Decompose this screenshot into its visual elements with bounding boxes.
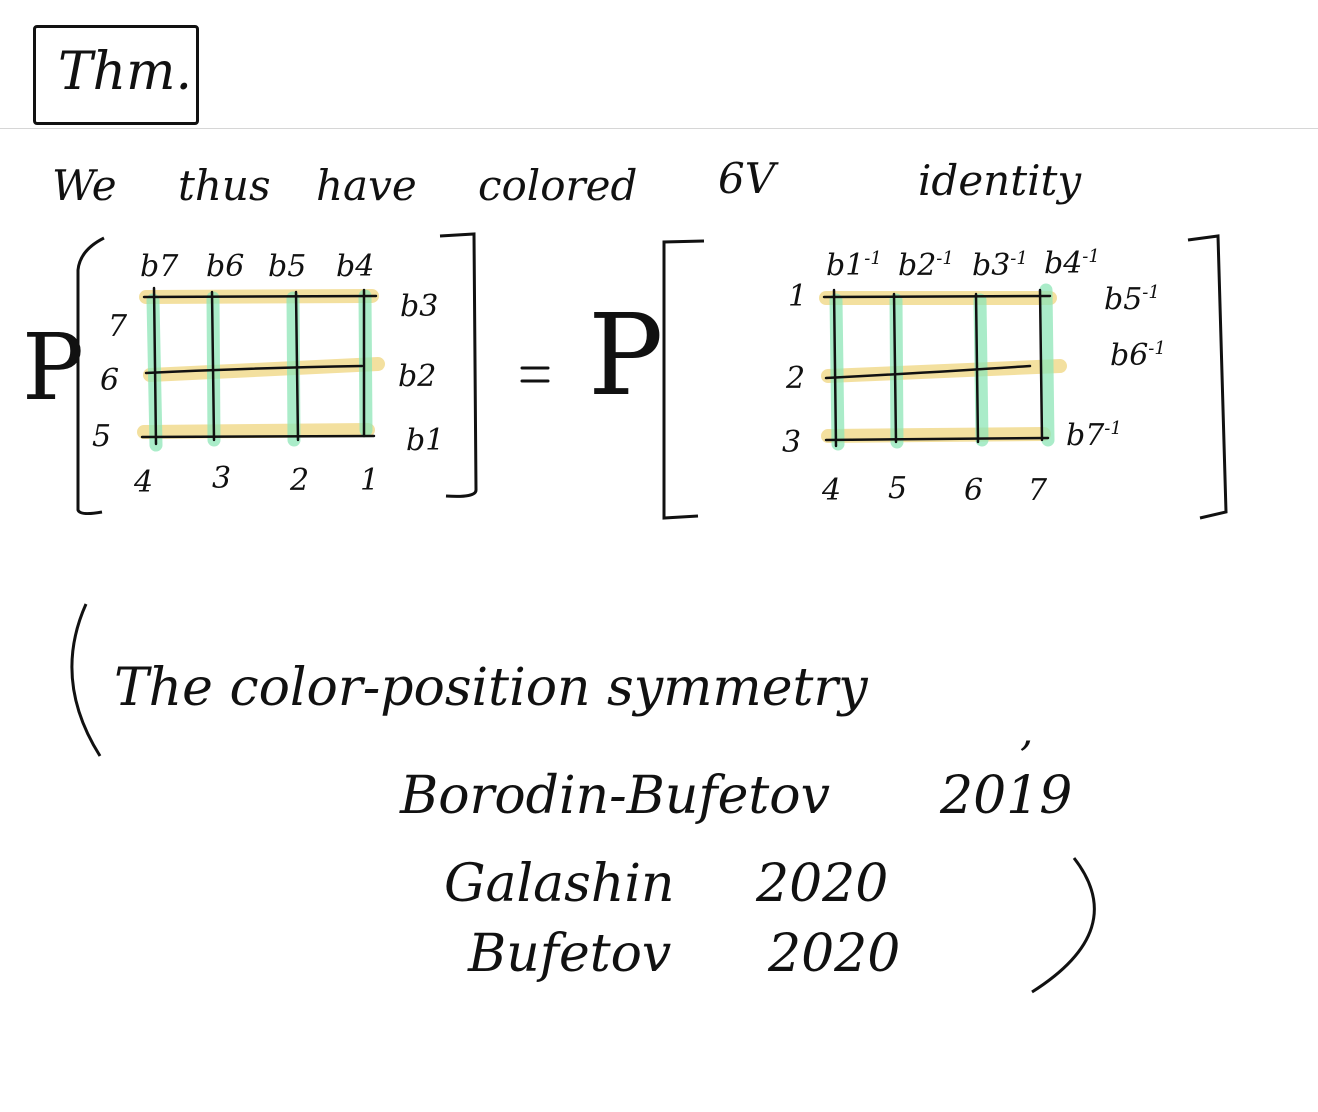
word-6v: 6V — [718, 154, 776, 203]
left-left-label-1: 7 — [108, 309, 128, 344]
right-close-bracket — [1187, 234, 1228, 520]
right-top-label-2: b2-1 — [898, 248, 954, 283]
word-thus: thus — [178, 161, 271, 210]
left-top-label-3: b5 — [268, 249, 307, 284]
note-open-paren — [70, 603, 102, 757]
exponent: -1 — [1104, 418, 1122, 439]
left-bottom-label-4: 1 — [360, 463, 380, 498]
left-bottom-label-3: 2 — [290, 463, 310, 498]
word-identity: identity — [918, 156, 1082, 205]
right-top-label-4: b4-1 — [1044, 246, 1100, 281]
exponent: -1 — [1142, 282, 1160, 303]
exponent: -1 — [1082, 246, 1100, 267]
exponent: -1 — [1010, 248, 1028, 269]
left-left-label-3: 5 — [92, 419, 112, 454]
right-open-bracket — [662, 239, 705, 520]
left-top-label-4: b4 — [336, 249, 375, 284]
left-top-label-2: b6 — [206, 249, 245, 284]
left-top-label-1: b7 — [140, 249, 179, 284]
left-right-label-2: b2 — [398, 359, 437, 394]
right-top-label-1: b1-1 — [826, 248, 882, 283]
right-left-label-2: 2 — [786, 361, 806, 396]
ref-1-year: 2019 — [940, 766, 1073, 826]
note-close-paren — [1031, 857, 1096, 994]
right-bottom-label-4: 7 — [1028, 473, 1048, 508]
right-left-label-3: 3 — [782, 425, 802, 460]
left-open-bracket — [76, 236, 105, 516]
theorem-box: Thm. — [33, 25, 199, 125]
right-bottom-label-1: 4 — [822, 473, 842, 508]
note-comma: , — [1020, 706, 1034, 755]
ref-1-authors: Borodin-Bufetov — [400, 766, 830, 826]
right-grid-lines — [822, 288, 1052, 448]
ref-2-year: 2020 — [756, 854, 889, 914]
section-divider — [0, 128, 1318, 129]
exponent: -1 — [864, 248, 882, 269]
word-have: have — [316, 161, 417, 210]
right-top-label-3: b3-1 — [972, 248, 1028, 283]
left-grid-lines — [140, 286, 378, 446]
theorem-label: Thm. — [58, 42, 193, 102]
ref-2-authors: Galashin — [444, 854, 675, 914]
equals-text: = — [522, 352, 523, 353]
ref-3-year: 2020 — [768, 924, 901, 984]
word-we: We — [52, 161, 117, 210]
right-prob-symbol: P — [588, 291, 664, 421]
left-left-label-2: 6 — [100, 363, 120, 398]
ref-3-authors: Bufetov — [468, 924, 672, 984]
left-right-label-3: b1 — [406, 423, 445, 458]
right-right-label-1: b5-1 — [1104, 282, 1160, 317]
right-right-label-2: b6-1 — [1110, 338, 1166, 373]
right-left-label-1: 1 — [788, 279, 808, 314]
word-colored: colored — [478, 161, 638, 210]
left-close-bracket — [439, 232, 478, 498]
right-bottom-label-3: 6 — [964, 473, 984, 508]
left-prob-symbol: P — [22, 314, 84, 421]
exponent: -1 — [1148, 338, 1166, 359]
left-bottom-label-2: 3 — [212, 461, 232, 496]
note-line-1: The color-position symmetry — [114, 658, 868, 718]
right-bottom-label-2: 5 — [888, 471, 908, 506]
left-row-highlights — [137, 289, 385, 439]
equals-sign — [520, 366, 550, 383]
right-right-label-3: b7-1 — [1066, 418, 1122, 453]
exponent: -1 — [936, 248, 954, 269]
left-right-label-1: b3 — [400, 289, 439, 324]
left-bottom-label-1: 4 — [134, 465, 154, 500]
